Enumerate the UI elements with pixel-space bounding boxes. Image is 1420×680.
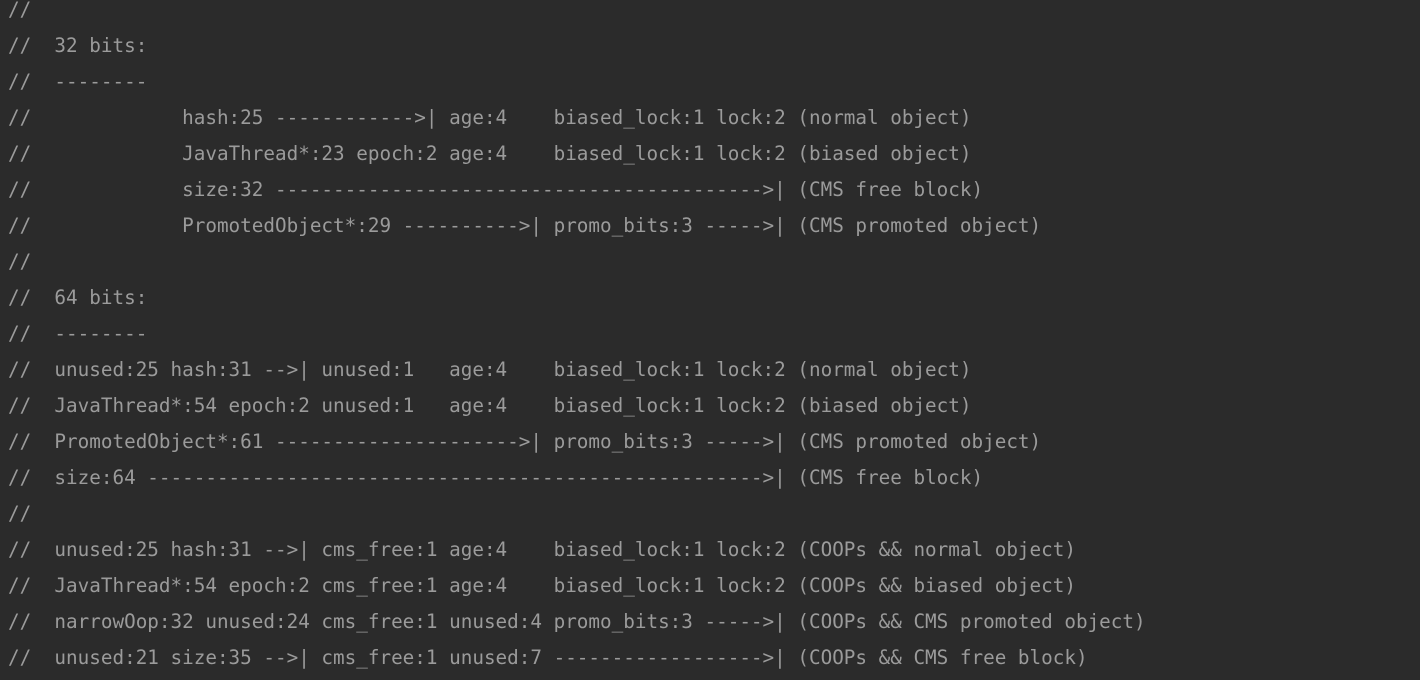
- code-line[interactable]: // JavaThread*:54 epoch:2 unused:1 age:4…: [8, 394, 972, 417]
- code-line[interactable]: //: [8, 502, 32, 525]
- code-line[interactable]: // narrowOop:32 unused:24 cms_free:1 unu…: [8, 610, 1146, 633]
- source-comment-block[interactable]: // // 32 bits: // -------- // hash:25 -----…: [8, 0, 1146, 680]
- code-line[interactable]: // JavaThread*:23 epoch:2 age:4 biased_l…: [8, 142, 972, 165]
- code-line[interactable]: // unused:25 hash:31 -->| unused:1 age:4…: [8, 358, 972, 381]
- code-line[interactable]: // JavaThread*:54 epoch:2 cms_free:1 age…: [8, 574, 1076, 597]
- code-line[interactable]: // unused:21 size:35 -->| cms_free:1 unu…: [8, 646, 1088, 669]
- code-line[interactable]: // --------: [8, 70, 148, 93]
- code-line[interactable]: // size:64 -----------------------------…: [8, 466, 984, 489]
- code-line[interactable]: // size:32 -----------------------------…: [8, 178, 984, 201]
- code-line[interactable]: // hash:25 ------------>| age:4 biased_l…: [8, 106, 972, 129]
- code-line[interactable]: // PromotedObject*:29 ---------->| promo…: [8, 214, 1042, 237]
- code-line[interactable]: // PromotedObject*:61 ------------------…: [8, 430, 1042, 453]
- code-line[interactable]: // 32 bits:: [8, 34, 148, 57]
- code-line[interactable]: //: [8, 250, 32, 273]
- code-line[interactable]: //: [8, 676, 1146, 680]
- code-line[interactable]: // unused:25 hash:31 -->| cms_free:1 age…: [8, 538, 1076, 561]
- code-line[interactable]: //: [8, 0, 32, 21]
- code-line[interactable]: // --------: [8, 322, 148, 345]
- code-line[interactable]: // 64 bits:: [8, 286, 148, 309]
